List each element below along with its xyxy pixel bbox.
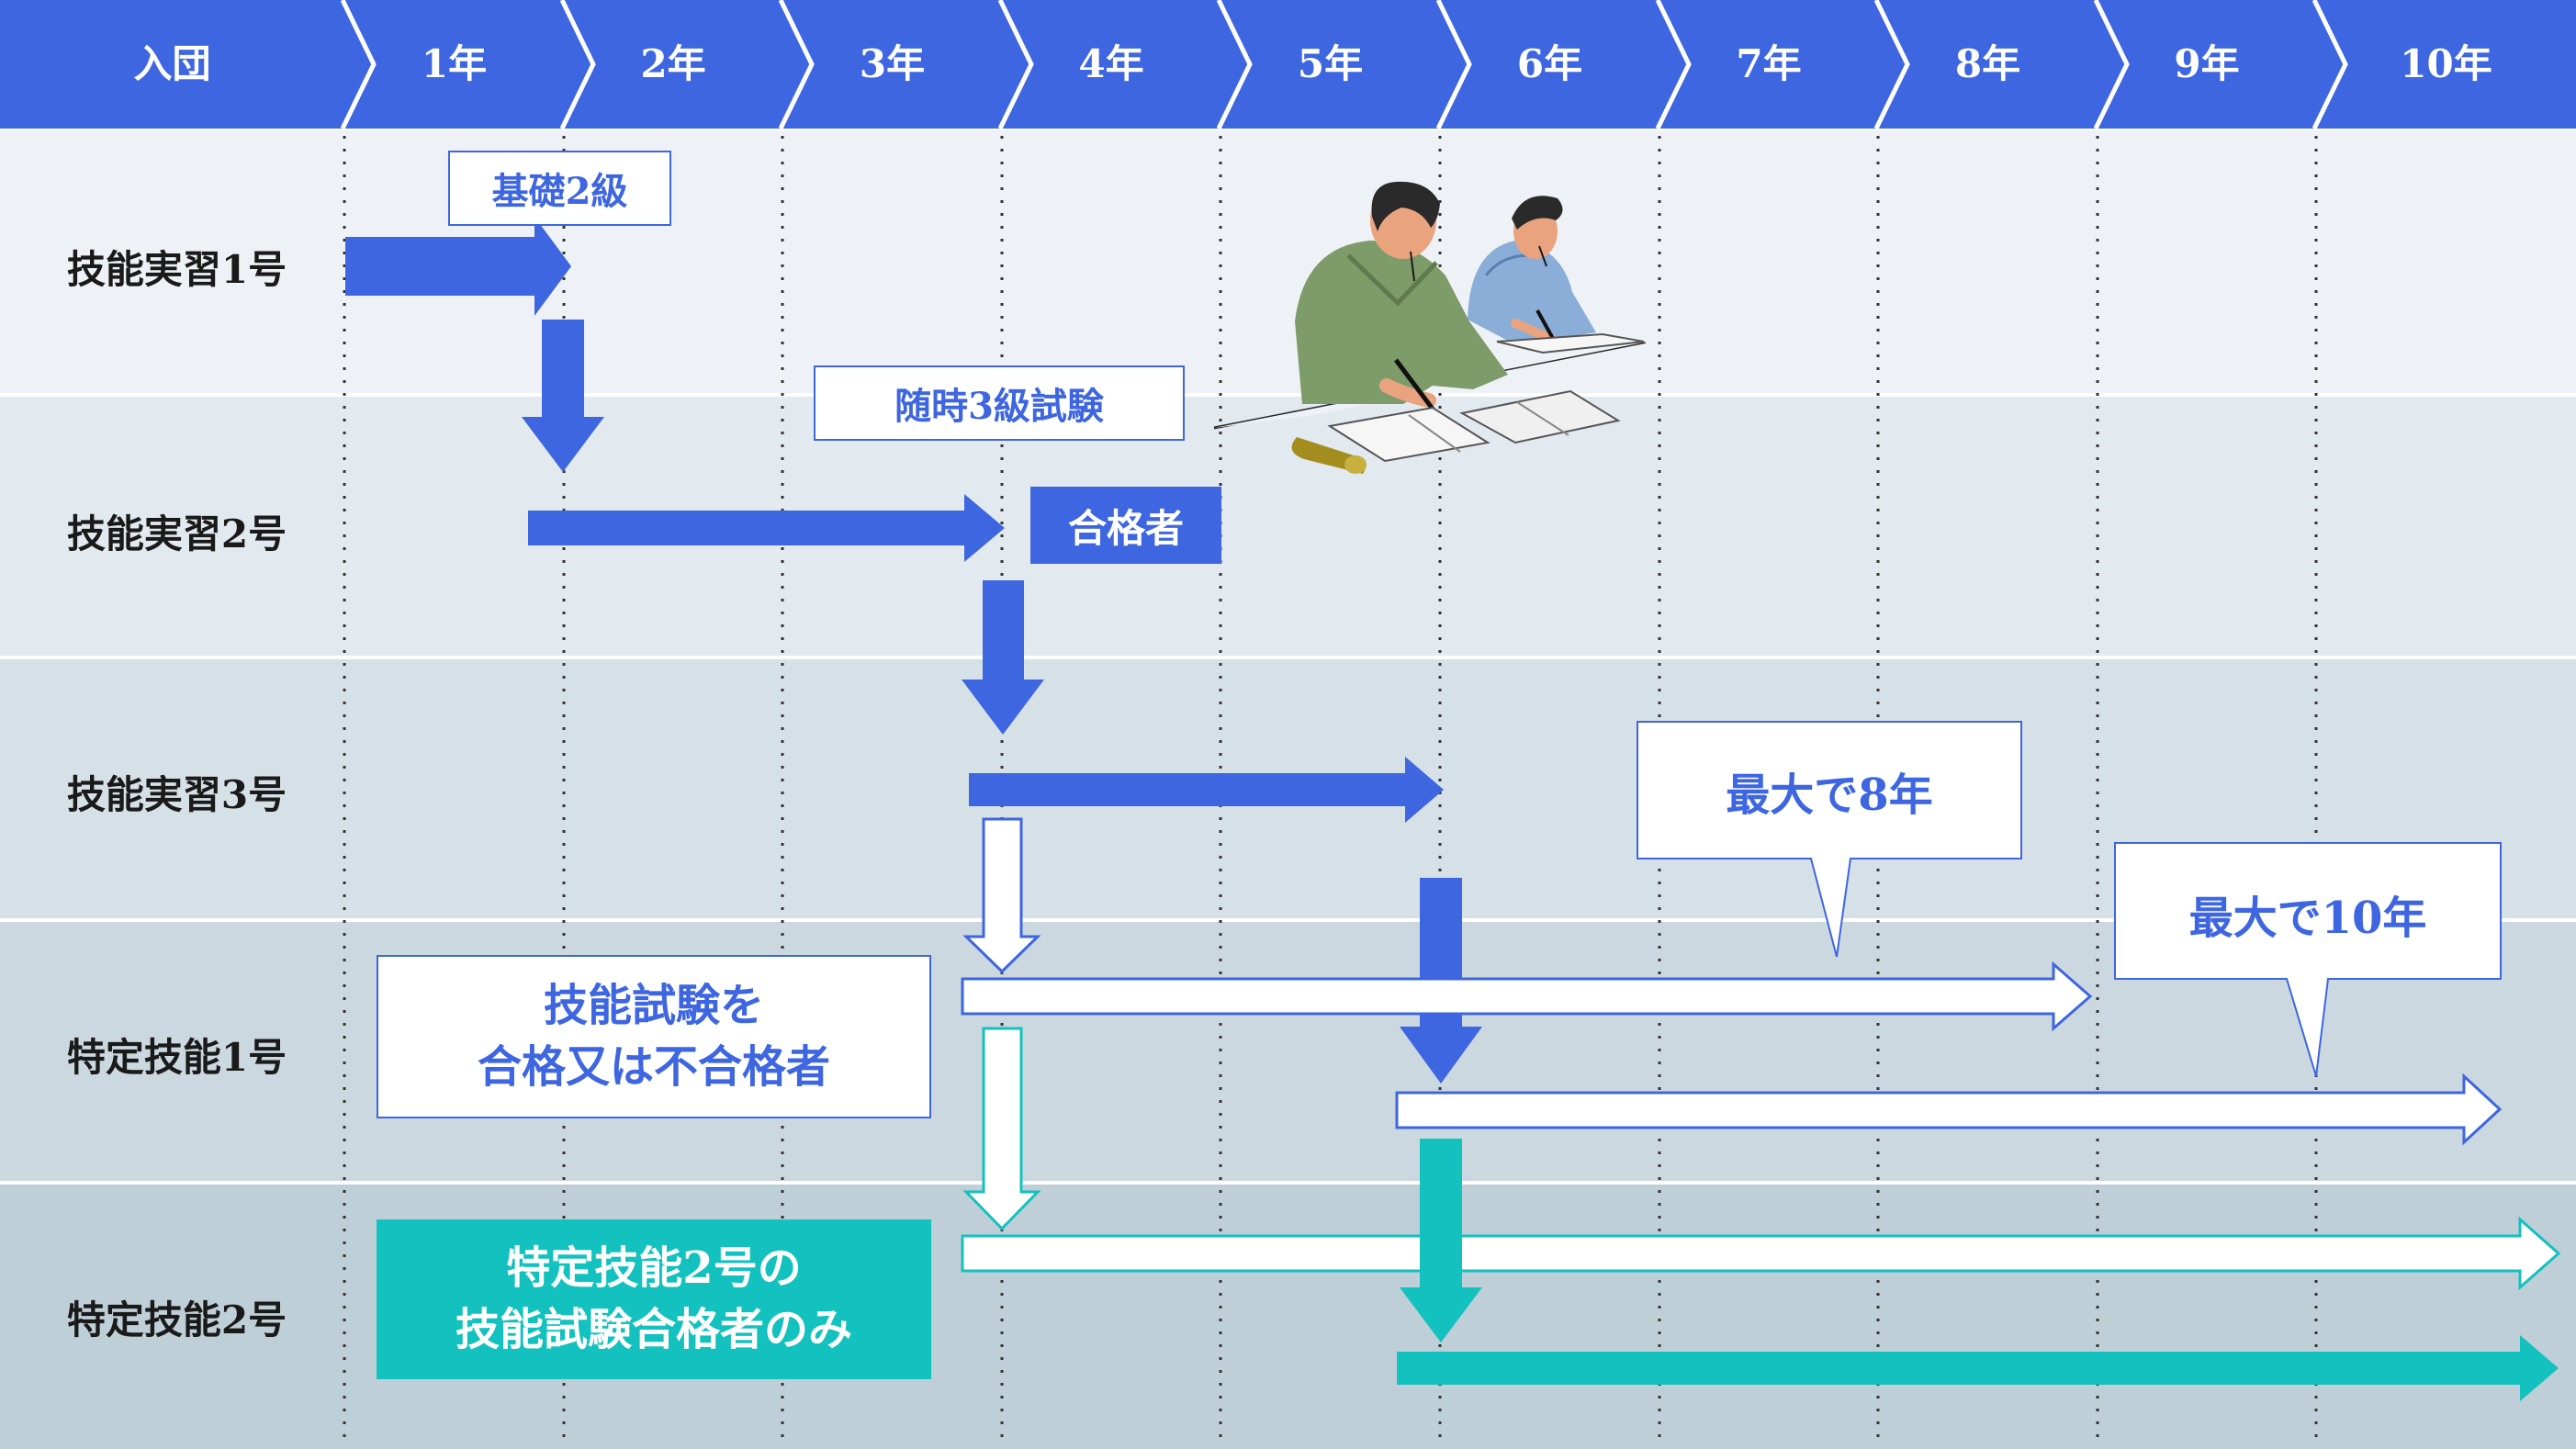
arrow-outline-tokutei1-8yr [961, 960, 2093, 1032]
row-label-technical-intern-1: 技能実習1号 [66, 247, 287, 292]
arrow-down-to-tech2 [522, 320, 604, 472]
arrow-outline-down-1 [962, 817, 1041, 974]
arrow-tech3-horizontal [969, 757, 1444, 823]
header-chevrons [340, 0, 2348, 130]
passer-box: 合格者 [1030, 487, 1221, 564]
row-bg-2 [0, 397, 2576, 656]
specified-skill2-test-passer-box: 特定技能2号の 技能試験合格者のみ [377, 1219, 931, 1379]
header-stage-year2: 2年 [640, 41, 706, 86]
arrow-teal-down [1400, 1139, 1482, 1342]
skill-test-result-line1: 技能試験を [543, 979, 764, 1031]
callout-max8-shape [1637, 721, 2022, 958]
callout-max10-shape [2114, 842, 2502, 1077]
callout-bubbles [1637, 721, 2502, 1077]
specified-skill2-line2: 技能試験合格者のみ [455, 1304, 852, 1355]
arrow-tech2-horizontal [528, 494, 1005, 562]
two-students-studying-illustration [1213, 181, 1648, 474]
basic-grade2-box: 基礎2級 [448, 151, 671, 226]
header-stage-year7: 7年 [1736, 41, 1802, 86]
teal-arrows [961, 1027, 2561, 1401]
grade3-exam-box: 随時3級試験 [814, 365, 1185, 441]
arrow-outline-teal-horizontal [961, 1216, 2561, 1291]
arrow-outline-teal-down [962, 1027, 1041, 1231]
callout-max8-text: 最大で8年 [1726, 769, 1933, 821]
row-label-specified-skill-2: 特定技能2号 [66, 1297, 287, 1342]
header-stage-year1: 1年 [421, 41, 488, 86]
callout-max10-text: 最大で10年 [2188, 893, 2427, 944]
header-stage-year6: 6年 [1516, 41, 1583, 86]
skill-test-result-box: 技能試験を 合格又は不合格者 [377, 955, 931, 1118]
header-stage-year5: 5年 [1297, 41, 1364, 86]
header-stage-year4: 4年 [1078, 41, 1144, 86]
row-label-technical-intern-3: 技能実習3号 [66, 772, 287, 817]
header-stage-year8: 8年 [1954, 41, 2021, 86]
row-label-specified-skill-1: 特定技能1号 [66, 1035, 287, 1080]
specified-skill2-line1: 特定技能2号の [506, 1241, 802, 1294]
row-label-technical-intern-2: 技能実習2号 [66, 511, 287, 556]
outline-blue-arrows [961, 817, 2503, 1146]
arrow-down-to-tech3 [962, 580, 1044, 735]
header-band [0, 0, 2576, 129]
arrow-tech1-horizontal [345, 217, 571, 316]
blue-arrows [345, 217, 1482, 1084]
skill-test-result-line2: 合格又は不合格者 [477, 1041, 830, 1093]
arrow-teal-horizontal [1397, 1335, 2559, 1401]
header-stage-year9: 9年 [2174, 41, 2240, 86]
header-stage-year10: 10年 [2400, 41, 2492, 86]
header-stage-enrollment: 入団 [133, 41, 211, 86]
arrow-outline-tokutei1-10yr [1395, 1073, 2503, 1146]
header-stage-year3: 3年 [859, 41, 926, 86]
